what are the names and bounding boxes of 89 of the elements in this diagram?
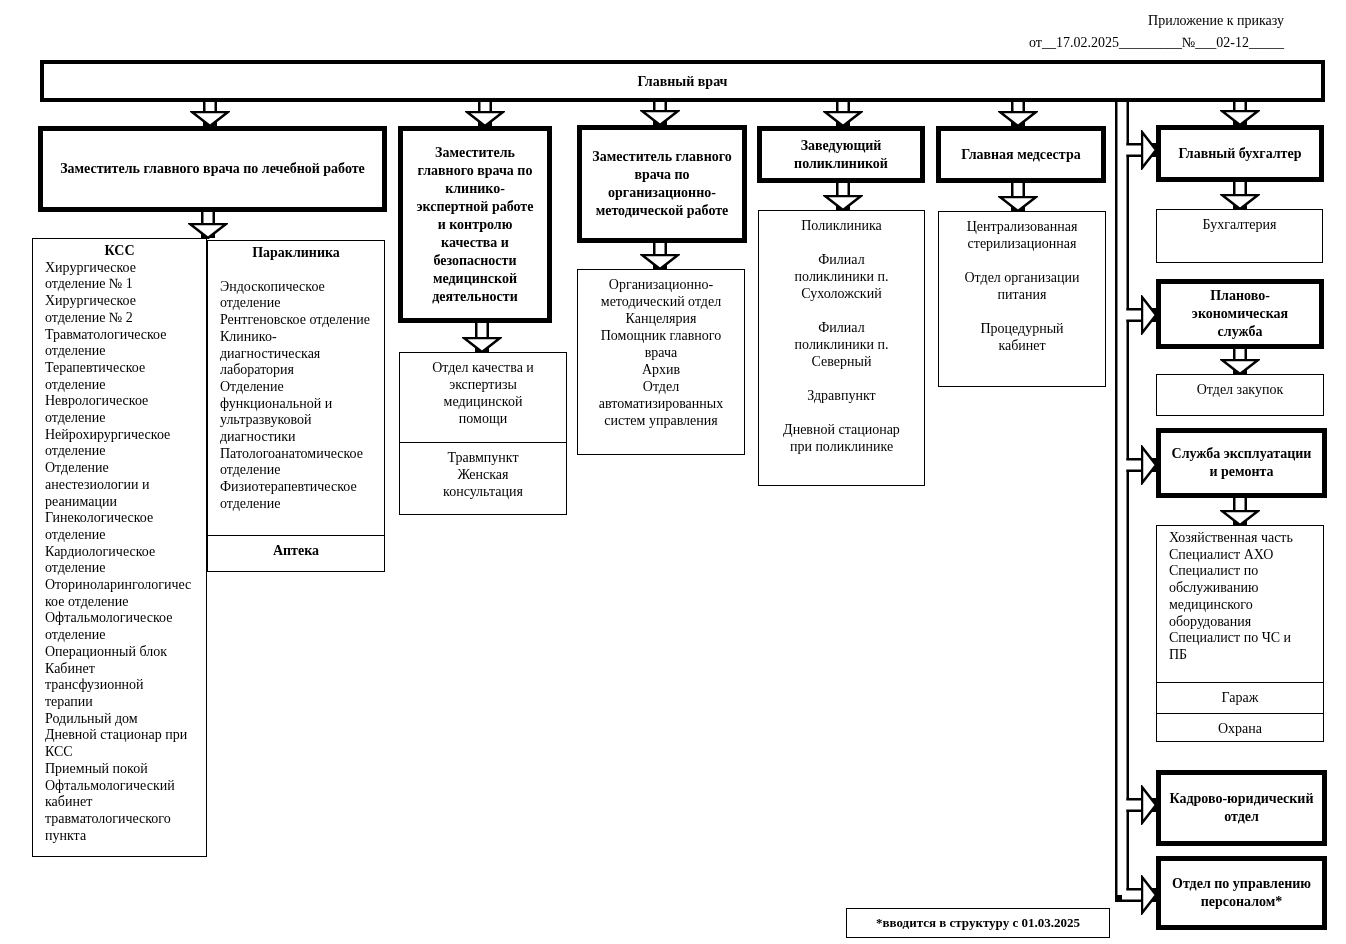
department-name: Охрана [1218,720,1262,737]
department-name: Специалист АХО [1169,546,1275,564]
position-box [38,126,387,212]
position-title: Главная медсестра [961,145,1081,164]
department-box [207,535,385,572]
group-heading: Параклиника [252,245,340,262]
header-note: от__17.02.2025_________№___02-12_____ [1029,34,1284,52]
department-name: Нейрохирургическое отделение [45,426,172,461]
department-name: Женская консультация [442,466,524,500]
department-name: Отдел организации питания [963,269,1081,303]
position-box [1156,125,1324,182]
footnote: *вводится в структуру с 01.03.2025 [876,914,1080,933]
position-box [1156,770,1327,846]
header-note: Приложение к приказу [1148,12,1284,30]
department-name: Филиал поликлиники п. Северный [793,319,890,370]
department-box [399,352,567,443]
position-box [1156,856,1327,930]
group-heading: Аптека [272,542,320,559]
department-name: Дневной стационар при поликлинике [782,421,901,455]
department-name: Специалист по обслуживанию медицинского оборудования [1169,563,1260,631]
department-name: Клинико-диагностическая лаборатория [220,328,322,379]
department-name: Организационно-методический отдел [599,276,723,310]
department-box [1156,713,1324,742]
position-box [936,126,1106,183]
position-title: Заместитель главного врача по лечебной работе [60,160,365,178]
position-box [1156,279,1324,349]
department-name: Канцелярия [625,310,697,327]
department-name: Хирургическое отделение № 1 [45,259,137,294]
department-name: Неврологическое отделение [45,393,150,427]
department-box [758,210,925,486]
department-name: Оториноларингологическое отделение [45,577,193,611]
department-name: Приемный покой [45,760,149,778]
position-title: Отдел по управлению персоналом* [1171,875,1312,911]
department-name: Гараж [1221,689,1259,706]
department-name: Дневной стационар при КСС [45,727,189,761]
department-name: Операционный блок [45,643,168,661]
department-list-box [207,240,385,536]
position-title: Главный бухгалтер [1178,144,1302,163]
department-name: Отдел качества и экспертизы медицинской помощи [431,359,535,427]
department-name: Специалист по ЧС и ПБ [1169,630,1293,664]
position-title: Заведующий поликлиникой [793,136,889,173]
position-title: Планово-экономическая служба [1190,287,1290,341]
position-title: Заместитель главного врача по организационно-методической работе [591,148,733,220]
department-name: Хирургическое отделение № 2 [45,293,137,327]
department-list-box [1156,525,1324,683]
department-name: Бухгалтерия [1202,216,1277,233]
department-name: Отделение анестезиологии и реанимации [45,460,151,511]
department-name: Травматологическое отделение [45,326,168,360]
position-box [757,126,925,183]
position-title: Заместитель главного врача по клинико-экспертной работе и контролю качества и безопасности медицинской деятельности [415,143,535,306]
department-box [577,269,745,455]
position-bar [40,60,1325,102]
department-name: Рентгеновское отделение [220,312,371,329]
department-box [399,442,567,515]
department-name: Гинекологическое отделение [45,510,155,544]
department-box [1156,209,1323,263]
position-title: Главный врач [637,72,728,91]
position-box [577,125,747,243]
department-box [1156,682,1324,714]
position-title: Служба эксплуатации и ремонта [1170,445,1313,481]
department-name: Поликлиника [801,217,882,234]
department-name: Централизованная стерилизационная [965,218,1079,252]
position-title: Кадрово-юридический отдел [1169,790,1314,826]
department-name: Эндоскопическое отделение [220,278,326,313]
department-name: Кабинет трансфузионной терапии [45,660,145,711]
department-name: Офтальмологический кабинет травматологического пункта [45,777,176,845]
department-name: Родильный дом [45,710,139,728]
department-name: Здравпункт [807,387,876,404]
department-name: Травмпункт [447,449,519,466]
department-name: Кардиологическое отделение [45,543,157,578]
department-name: Терапевтическое отделение [45,359,147,394]
department-name: Отделение функциональной и ультразвуковой диагностики [220,378,334,446]
department-name: Помощник главного врача [599,327,723,361]
department-name: Хозяйственная часть [1169,530,1294,547]
position-box [398,126,552,323]
department-name: Филиал поликлиники п. Сухоложский [793,251,890,302]
department-list-box [32,238,207,857]
department-name: Отдел автоматизированных систем управления [598,378,724,429]
position-box [1156,428,1327,498]
department-box [1156,374,1324,416]
group-heading: КСС [104,243,135,260]
department-name: Отдел закупок [1196,381,1284,398]
department-name: Патологоанатомическое отделение [220,445,364,480]
department-box [938,211,1106,387]
department-name: Архив [641,361,681,378]
department-name: Процедурный кабинет [979,320,1065,354]
department-name: Офтальмологическое отделение [45,610,174,644]
note-box [846,908,1110,938]
department-name: Физиотерапевтическое отделение [220,479,358,513]
